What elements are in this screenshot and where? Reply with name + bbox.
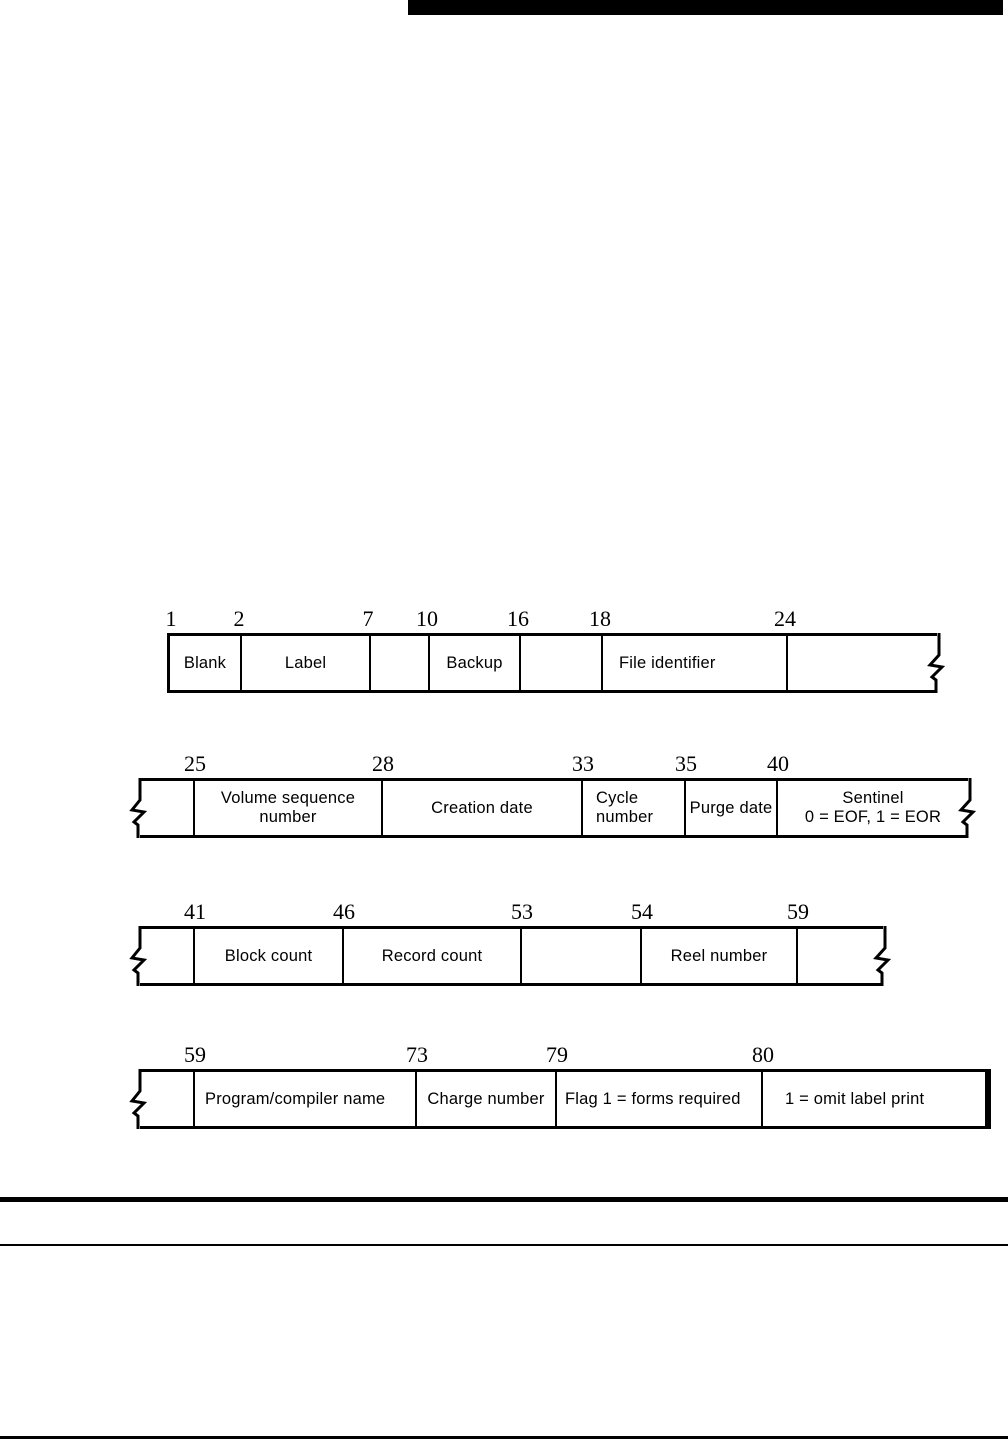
column-number: 46 (333, 899, 355, 924)
column-number: 2 (233, 606, 245, 631)
field-cell-charge-number: Charge number (417, 1072, 557, 1126)
field-cell-omit-label-print: 1 = omit label print (785, 1089, 925, 1108)
field-cell-file-identifier: File identifier (603, 636, 788, 690)
break-edge-icon (927, 633, 946, 693)
field-cell-empty (140, 929, 195, 983)
field-cell-block-count: Block count (195, 929, 344, 983)
field-boxes: Volume sequence number Creation date Cyc… (140, 778, 968, 838)
break-edge-icon (958, 778, 977, 838)
field-cell-cycle-number: Cycle number (583, 781, 686, 835)
column-number: 59 (787, 899, 809, 924)
column-number: 10 (416, 606, 438, 631)
column-numbers: 59 73 79 80 (140, 1041, 988, 1067)
section-divider-rule-thin (0, 1244, 1008, 1246)
field-cell-volume-sequence-number: Volume sequence number (195, 781, 383, 835)
field-cell-creation-date: Creation date (383, 781, 583, 835)
column-number: 41 (184, 899, 206, 924)
field-cell-empty (140, 1072, 195, 1126)
field-cell-empty (140, 781, 195, 835)
field-boxes: Program/compiler name Charge number Flag… (140, 1069, 988, 1129)
column-number: 18 (589, 606, 611, 631)
field-cell-empty (371, 636, 430, 690)
column-number: 35 (675, 751, 697, 776)
field-cell-empty (798, 929, 883, 983)
column-number: 73 (406, 1042, 428, 1067)
column-numbers: 1 2 7 10 16 18 24 (165, 605, 937, 631)
column-number: 16 (507, 606, 529, 631)
field-cell-empty (788, 636, 937, 690)
field-cell-empty (522, 929, 642, 983)
page-header-bar (408, 0, 1003, 15)
column-number: 7 (362, 606, 374, 631)
column-number: 54 (631, 899, 653, 924)
column-numbers: 41 46 53 54 59 (140, 898, 883, 924)
column-number: 24 (774, 606, 796, 631)
field-cell-forms-flag: Flag 1 = forms required (557, 1072, 763, 1126)
field-cell-record-count: Record count (344, 929, 522, 983)
section-divider-rule-thick (0, 1197, 1008, 1202)
column-number: 80 (752, 1042, 774, 1067)
break-edge-icon (129, 926, 148, 986)
field-cell-sentinel: Sentinel 0 = EOF, 1 = EOR (804, 789, 942, 826)
field-cell-program-compiler-name: Program/compiler name (195, 1072, 417, 1126)
column-number: 1 (165, 606, 177, 631)
field-cell-empty (521, 636, 603, 690)
column-number: 28 (372, 751, 394, 776)
field-boxes: Blank Label Backup File identifier (167, 633, 937, 693)
field-boxes: Block count Record count Reel number (140, 926, 883, 986)
column-numbers: 25 28 33 35 40 (140, 750, 968, 776)
column-number: 25 (184, 751, 206, 776)
field-row-bytes-41-59: 41 46 53 54 59 Block count Record count … (129, 900, 892, 986)
break-edge-icon (129, 1069, 148, 1129)
column-number: 53 (511, 899, 533, 924)
column-number: 79 (546, 1042, 568, 1067)
column-number: 40 (767, 751, 789, 776)
break-edge-icon (129, 778, 148, 838)
field-cell-purge-date: Purge date (686, 781, 778, 835)
field-cell-backup: Backup (430, 636, 521, 690)
field-row-bytes-59-80: 59 73 79 80 Program/compiler name Charge… (129, 1043, 991, 1129)
page-bottom-rule (0, 1436, 1008, 1439)
field-cell-label: Label (242, 636, 371, 690)
field-row-bytes-1-24: 1 2 7 10 16 18 24 Blank Label Backup Fil… (166, 607, 946, 693)
field-cell-blank: Blank (170, 636, 242, 690)
break-edge-icon (873, 926, 892, 986)
field-cell-reel-number: Reel number (642, 929, 798, 983)
column-number: 59 (184, 1042, 206, 1067)
field-row-bytes-25-40: 25 28 33 35 40 Volume sequence number Cr… (129, 752, 977, 838)
column-number: 33 (572, 751, 594, 776)
